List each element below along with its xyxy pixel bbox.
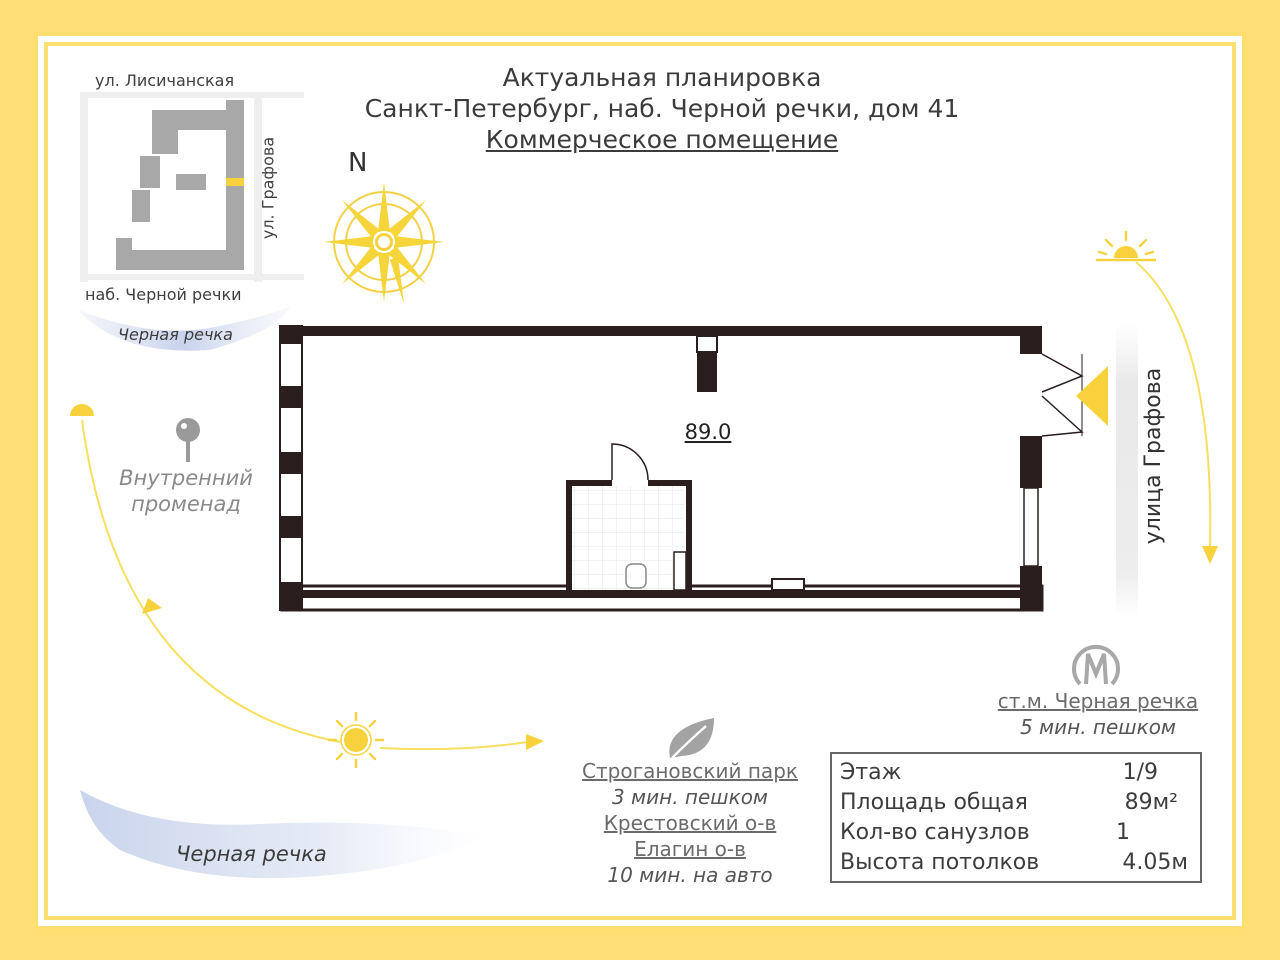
compass-rose-icon xyxy=(324,182,444,304)
specs-table: Этаж 1/9 Площадь общая 89м² Кол-во сануз… xyxy=(830,752,1202,883)
spec-row-ceiling: Высота потолков 4.05м xyxy=(840,850,1188,880)
river-graphic xyxy=(80,790,490,879)
street-embankment-label: наб. Черной речки xyxy=(85,285,242,304)
spec-row-bathrooms: Кол-во санузлов 1 xyxy=(840,820,1182,850)
location-pin-icon xyxy=(176,418,200,462)
site-highlight xyxy=(226,178,244,186)
entrance-arrow-icon xyxy=(1076,366,1108,426)
spec-value: 1 xyxy=(1116,820,1130,845)
island-elagin: Елагин о-в xyxy=(634,837,746,861)
leaf-icon xyxy=(669,718,714,759)
metro-name: ст.м. Черная речка xyxy=(997,689,1199,713)
sun-icon xyxy=(327,711,385,769)
sun-rising-icon xyxy=(1096,230,1156,262)
spec-label: Площадь общая xyxy=(840,790,1028,815)
spec-value: 4.05м xyxy=(1122,850,1188,875)
orbit-arrow-icon xyxy=(526,734,544,750)
north-label: N xyxy=(348,148,368,178)
spec-label: Кол-во санузлов xyxy=(840,820,1030,845)
promenade-label-2: променад xyxy=(131,492,241,516)
title-address: Санкт-Петербург, наб. Черной речки, дом … xyxy=(364,94,960,123)
orbit-arrow-icon xyxy=(1202,546,1218,564)
metro-time: 5 мин. пешком xyxy=(1019,715,1177,739)
spec-value: 1/9 xyxy=(1122,760,1158,785)
site-map xyxy=(78,92,304,351)
promenade-label-1: Внутренний xyxy=(119,466,253,490)
park-name: Строгановский парк xyxy=(582,759,798,783)
spec-row-floor: Этаж 1/9 xyxy=(840,760,1182,790)
spec-value: 89м² xyxy=(1124,790,1178,815)
river-label-bottom: Черная речка xyxy=(176,842,327,866)
room-area-label: 89.0 xyxy=(684,420,732,444)
metro-icon xyxy=(1072,644,1120,686)
orbit-arrow-icon xyxy=(142,598,162,614)
street-grafova-label: улица Графова xyxy=(1141,367,1166,545)
title-line-1: Актуальная планировка xyxy=(502,63,822,92)
river-label-map: Черная речка xyxy=(118,325,233,344)
title-type: Коммерческое помещение xyxy=(485,125,839,154)
street-lisichanskaya-label: ул. Лисичанская xyxy=(95,71,235,90)
park-time: 3 мин. пешком xyxy=(611,785,769,809)
island-krestovsky: Крестовский о-в xyxy=(603,811,777,835)
floor-plan xyxy=(279,322,1138,618)
spec-row-area: Площадь общая 89м² xyxy=(840,790,1182,820)
spec-label: Высота потолков xyxy=(840,850,1040,875)
sun-setting-icon xyxy=(70,404,94,416)
islands-time: 10 мин. на авто xyxy=(607,863,773,887)
spec-label: Этаж xyxy=(840,760,902,785)
